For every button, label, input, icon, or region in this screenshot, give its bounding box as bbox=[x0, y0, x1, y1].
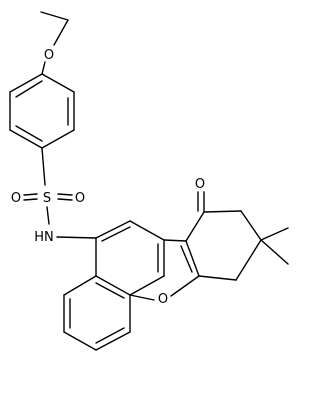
sulfonamide-group bbox=[23, 193, 97, 239]
naphthalene-lower-ring bbox=[63, 275, 131, 351]
benzene-ring-sulfonyl bbox=[9, 73, 75, 186]
sulfonyl-oxygen-right-label: O bbox=[75, 191, 85, 206]
gem-dimethyl-groups bbox=[260, 227, 289, 265]
sulfur-label: S bbox=[43, 191, 51, 206]
chemical-structure-diagram: O S O O HN O O bbox=[9, 11, 289, 351]
ether-oxygen-label: O bbox=[44, 48, 54, 63]
furan-ring bbox=[129, 239, 200, 301]
furan-oxygen-label: O bbox=[158, 292, 168, 307]
naphthalene-upper-ring bbox=[95, 220, 165, 296]
ketone-oxygen-label: O bbox=[195, 177, 205, 192]
sulfonyl-oxygen-left-label: O bbox=[11, 191, 21, 206]
ethoxy-group bbox=[40, 11, 69, 75]
amine-nh-label: HN bbox=[34, 230, 54, 245]
cyclohexenone-ring bbox=[185, 191, 262, 281]
